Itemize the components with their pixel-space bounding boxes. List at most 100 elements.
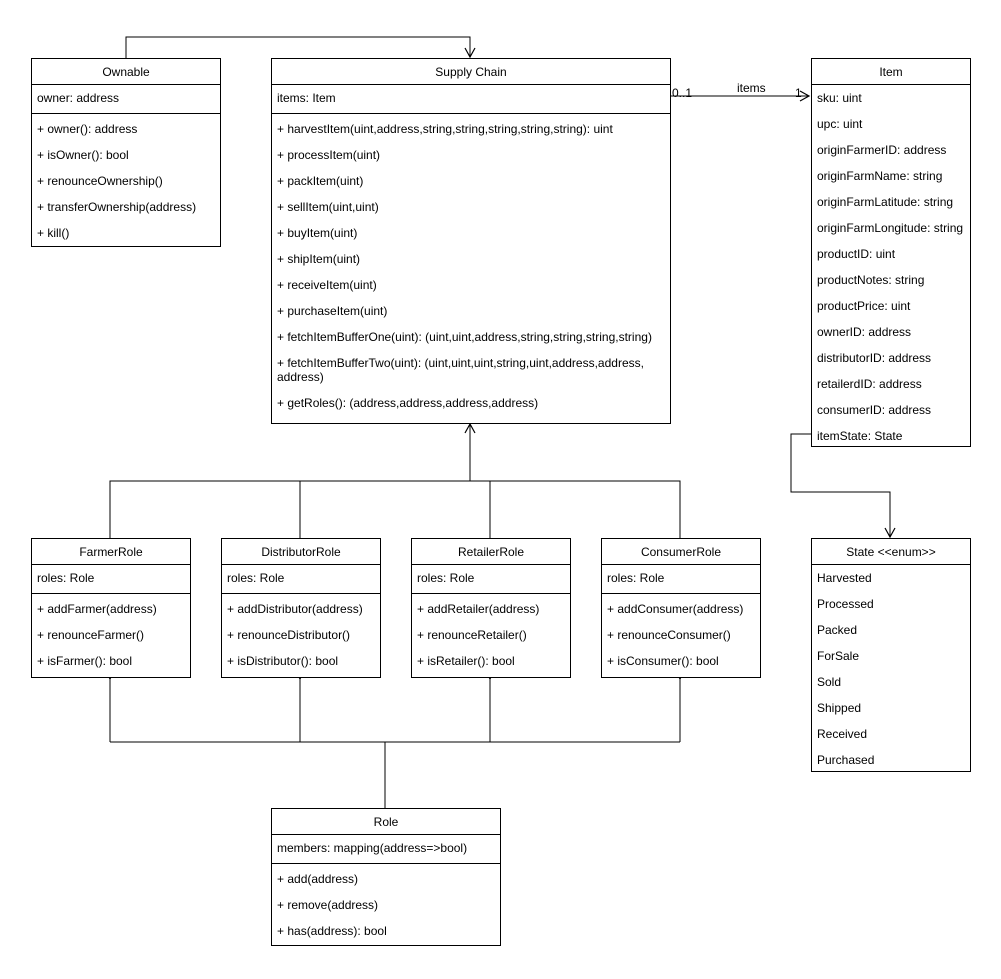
class-name: Role (272, 809, 500, 835)
operations: + add(address) + remove(address) + has(a… (272, 864, 500, 938)
operation: + isOwner(): bool (37, 148, 129, 162)
attribute: members: mapping(address=>bool) (277, 841, 468, 855)
class-name: Supply Chain (272, 59, 670, 85)
operation: + kill() (37, 226, 70, 240)
source-multiplicity: 0..1 (672, 86, 693, 100)
class-name: Item (812, 59, 970, 85)
ownable-to-supplychain-edge (125, 36, 476, 59)
operations: + harvestItem(uint,address,string,string… (272, 114, 670, 410)
attribute: roles: Role (37, 571, 95, 585)
operation: + has(address): bool (277, 924, 387, 938)
operation: + purchaseItem(uint) (277, 304, 388, 318)
class-role[interactable]: Role members: mapping(address=>bool) + a… (271, 808, 501, 946)
class-farmer-role[interactable]: FarmerRole roles: Role + addFarmer(addre… (31, 538, 191, 678)
roles-to-supplychain-edge (109, 424, 681, 538)
class-consumer-role[interactable]: ConsumerRole roles: Role + addConsumer(a… (601, 538, 761, 678)
attribute: items: Item (277, 91, 336, 105)
operation: + addConsumer(address) (607, 602, 744, 616)
attribute: roles: Role (227, 571, 285, 585)
class-supply-chain[interactable]: Supply Chain items: Item + harvestItem(u… (271, 58, 671, 424)
enum-value: ForSale (817, 649, 860, 663)
operation: + isFarmer(): bool (37, 654, 133, 668)
class-distributor-role[interactable]: DistributorRole roles: Role + addDistrib… (221, 538, 381, 678)
operation: + shipItem(uint) (277, 252, 361, 266)
operation: + isDistributor(): bool (227, 654, 339, 668)
operation: + buyItem(uint) (277, 226, 358, 240)
class-name: ConsumerRole (602, 539, 760, 565)
attribute: upc: uint (817, 117, 863, 131)
operation: + renounceRetailer() (417, 628, 527, 642)
attributes: roles: Role (32, 565, 190, 594)
operation: + getRoles(): (address,address,address,a… (277, 396, 539, 410)
class-state-enum[interactable]: State <<enum>> Harvested Processed Packe… (811, 538, 971, 772)
operations: + addRetailer(address) + renounceRetaile… (412, 594, 570, 668)
attribute: itemState: State (817, 429, 903, 443)
operation: + renounceDistributor() (227, 628, 351, 642)
attribute: roles: Role (607, 571, 665, 585)
item-to-state-edge (790, 433, 896, 539)
operations: + addConsumer(address) + renounceConsume… (602, 594, 760, 668)
attribute: productID: uint (817, 247, 896, 261)
operations: + addDistributor(address) + renounceDist… (222, 594, 380, 668)
operation: + packItem(uint) (277, 174, 364, 188)
operation: + fetchItemBufferTwo(uint): (uint,uint,u… (277, 356, 644, 384)
class-name: RetailerRole (412, 539, 570, 565)
class-name: DistributorRole (222, 539, 380, 565)
operation: + fetchItemBufferOne(uint): (uint,uint,a… (277, 330, 652, 344)
operation: + isRetailer(): bool (417, 654, 515, 668)
class-name: FarmerRole (32, 539, 190, 565)
operation: + sellItem(uint,uint) (277, 200, 379, 214)
attributes: items: Item (272, 85, 670, 114)
attribute: consumerID: address (817, 403, 932, 417)
operation: + renounceFarmer() (37, 628, 145, 642)
operation: + addDistributor(address) (227, 602, 363, 616)
operation: + processItem(uint) (277, 148, 381, 162)
attributes: roles: Role (412, 565, 570, 594)
attribute: owner: address (37, 91, 120, 105)
enum-value: Shipped (817, 701, 862, 715)
attributes: sku: uint upc: uint originFarmerID: addr… (812, 85, 970, 451)
class-name: Ownable (32, 59, 220, 85)
operation: + add(address) (277, 872, 359, 886)
operation: + receiveItem(uint) (277, 278, 377, 292)
operation: + renounceOwnership() (37, 174, 163, 188)
enum-value: Received (817, 727, 868, 741)
role-composition-bus (110, 741, 680, 808)
operations: + addFarmer(address) + renounceFarmer() … (32, 594, 190, 668)
class-retailer-role[interactable]: RetailerRole roles: Role + addRetailer(a… (411, 538, 571, 678)
attribute: originFarmLongitude: string (817, 221, 964, 235)
attributes: members: mapping(address=>bool) (272, 835, 500, 864)
attributes: roles: Role (602, 565, 760, 594)
attribute: originFarmName: string (817, 169, 943, 183)
attribute: sku: uint (817, 91, 862, 105)
attribute: originFarmLatitude: string (817, 195, 954, 209)
enum-value: Purchased (817, 753, 875, 767)
operation: + harvestItem(uint,address,string,string… (277, 122, 613, 136)
operation: + remove(address) (277, 898, 379, 912)
operation: + renounceConsumer() (607, 628, 731, 642)
target-multiplicity: 1 (795, 86, 802, 100)
enum-value: Packed (817, 623, 858, 637)
attribute: distributorID: address (817, 351, 932, 365)
class-ownable[interactable]: Ownable owner: address + owner(): addres… (31, 58, 221, 247)
enum-value: Processed (817, 597, 874, 611)
attributes: owner: address (32, 85, 220, 114)
attribute: productPrice: uint (817, 299, 911, 313)
attribute: originFarmerID: address (817, 143, 947, 157)
enum-values: Harvested Processed Packed ForSale Sold … (812, 565, 970, 775)
operation: + transferOwnership(address) (37, 200, 197, 214)
operations: + owner(): address + isOwner(): bool + r… (32, 114, 220, 240)
operation: + addFarmer(address) (37, 602, 157, 616)
class-item[interactable]: Item sku: uint upc: uint originFarmerID:… (811, 58, 971, 447)
attribute: retailerdID: address (817, 377, 922, 391)
attributes: roles: Role (222, 565, 380, 594)
enum-value: Sold (817, 675, 842, 689)
operation: + addRetailer(address) (417, 602, 540, 616)
association-label: items (737, 81, 766, 95)
class-name: State <<enum>> (812, 539, 970, 565)
attribute: ownerID: address (817, 325, 912, 339)
operation: + owner(): address (37, 122, 138, 136)
attribute: roles: Role (417, 571, 475, 585)
